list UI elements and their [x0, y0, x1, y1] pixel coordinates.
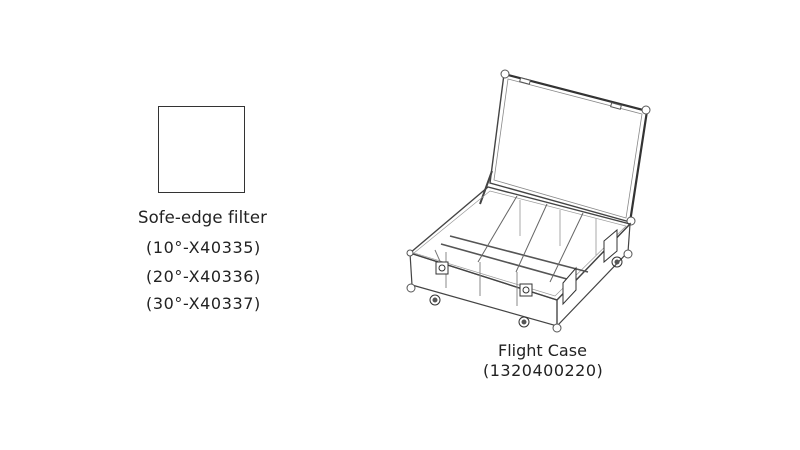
case-base [406, 186, 633, 333]
case-lid [479, 69, 651, 226]
filter-variant-10deg: (10°-X40335) [146, 238, 261, 257]
filter-variant-20deg: (20°-X40336) [146, 267, 261, 286]
flight-case-illustration [406, 69, 651, 333]
soft-edge-filter-illustration [158, 106, 245, 193]
flight-case-title: Flight Case [498, 341, 587, 360]
filter-title: Sofe-edge filter [138, 208, 267, 227]
flight-case-code: (1320400220) [483, 361, 604, 380]
filter-variant-30deg: (30°-X40337) [146, 294, 261, 313]
